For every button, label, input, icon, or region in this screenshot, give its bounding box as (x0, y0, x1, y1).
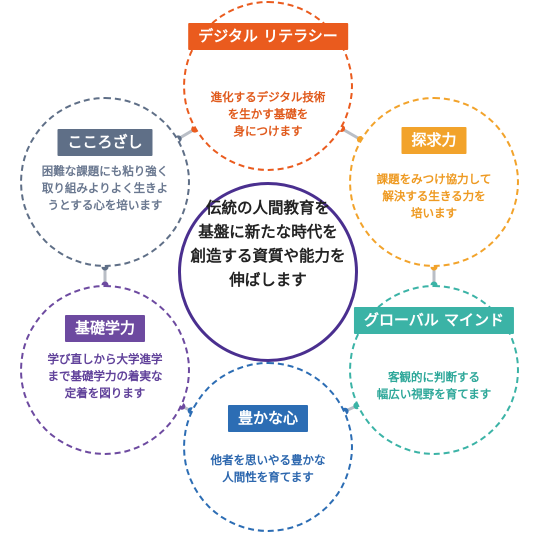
desc-global-mind: 客観的に判断する 幅広い視野を育てます (376, 370, 492, 401)
desc-digital-literacy: 進化するデジタル技術 を生かす基礎を 身につけます (210, 90, 326, 138)
badge-inquiry: 探求力 (401, 127, 467, 154)
badge-aspiration: こころざし (57, 129, 153, 156)
center-circle (178, 182, 358, 362)
badge-digital-literacy: デジタル リテラシー (188, 23, 348, 50)
badge-rich-heart: 豊かな心 (227, 405, 309, 432)
node-rich-heart: 豊かな心 他者を思いやる豊かな 人間性を育てます (183, 362, 353, 532)
node-aspiration: こころざし 困難な課題にも粘り強く 取り組みよりよく生きよ うとする心を培います (20, 97, 190, 267)
desc-aspiration: 困難な課題にも粘り強く 取り組みよりよく生きよ うとする心を培います (41, 164, 169, 212)
node-basic-ability: 基礎学力 学び直しから大学進学 まで基礎学力の着実な 定着を図ります (20, 285, 190, 455)
desc-rich-heart: 他者を思いやる豊かな 人間性を育てます (210, 453, 326, 484)
center-text: 伝統の人間教育を 基盤に新たな時代を 創造する資質や能力を 伸ばします (190, 199, 346, 289)
node-inquiry: 探求力 課題をみつけ協力して 解決する生きる力を 培います (349, 97, 519, 267)
node-global-mind: グローバル マインド 客観的に判断する 幅広い視野を育てます (349, 285, 519, 455)
node-digital-literacy: デジタル リテラシー 進化するデジタル技術 を生かす基礎を 身につけます (183, 1, 353, 171)
desc-inquiry: 課題をみつけ協力して 解決する生きる力を 培います (376, 172, 492, 220)
badge-global-mind: グローバル マインド (353, 307, 515, 334)
badge-basic-ability: 基礎学力 (64, 315, 146, 342)
desc-basic-ability: 学び直しから大学進学 まで基礎学力の着実な 定着を図ります (47, 352, 163, 400)
